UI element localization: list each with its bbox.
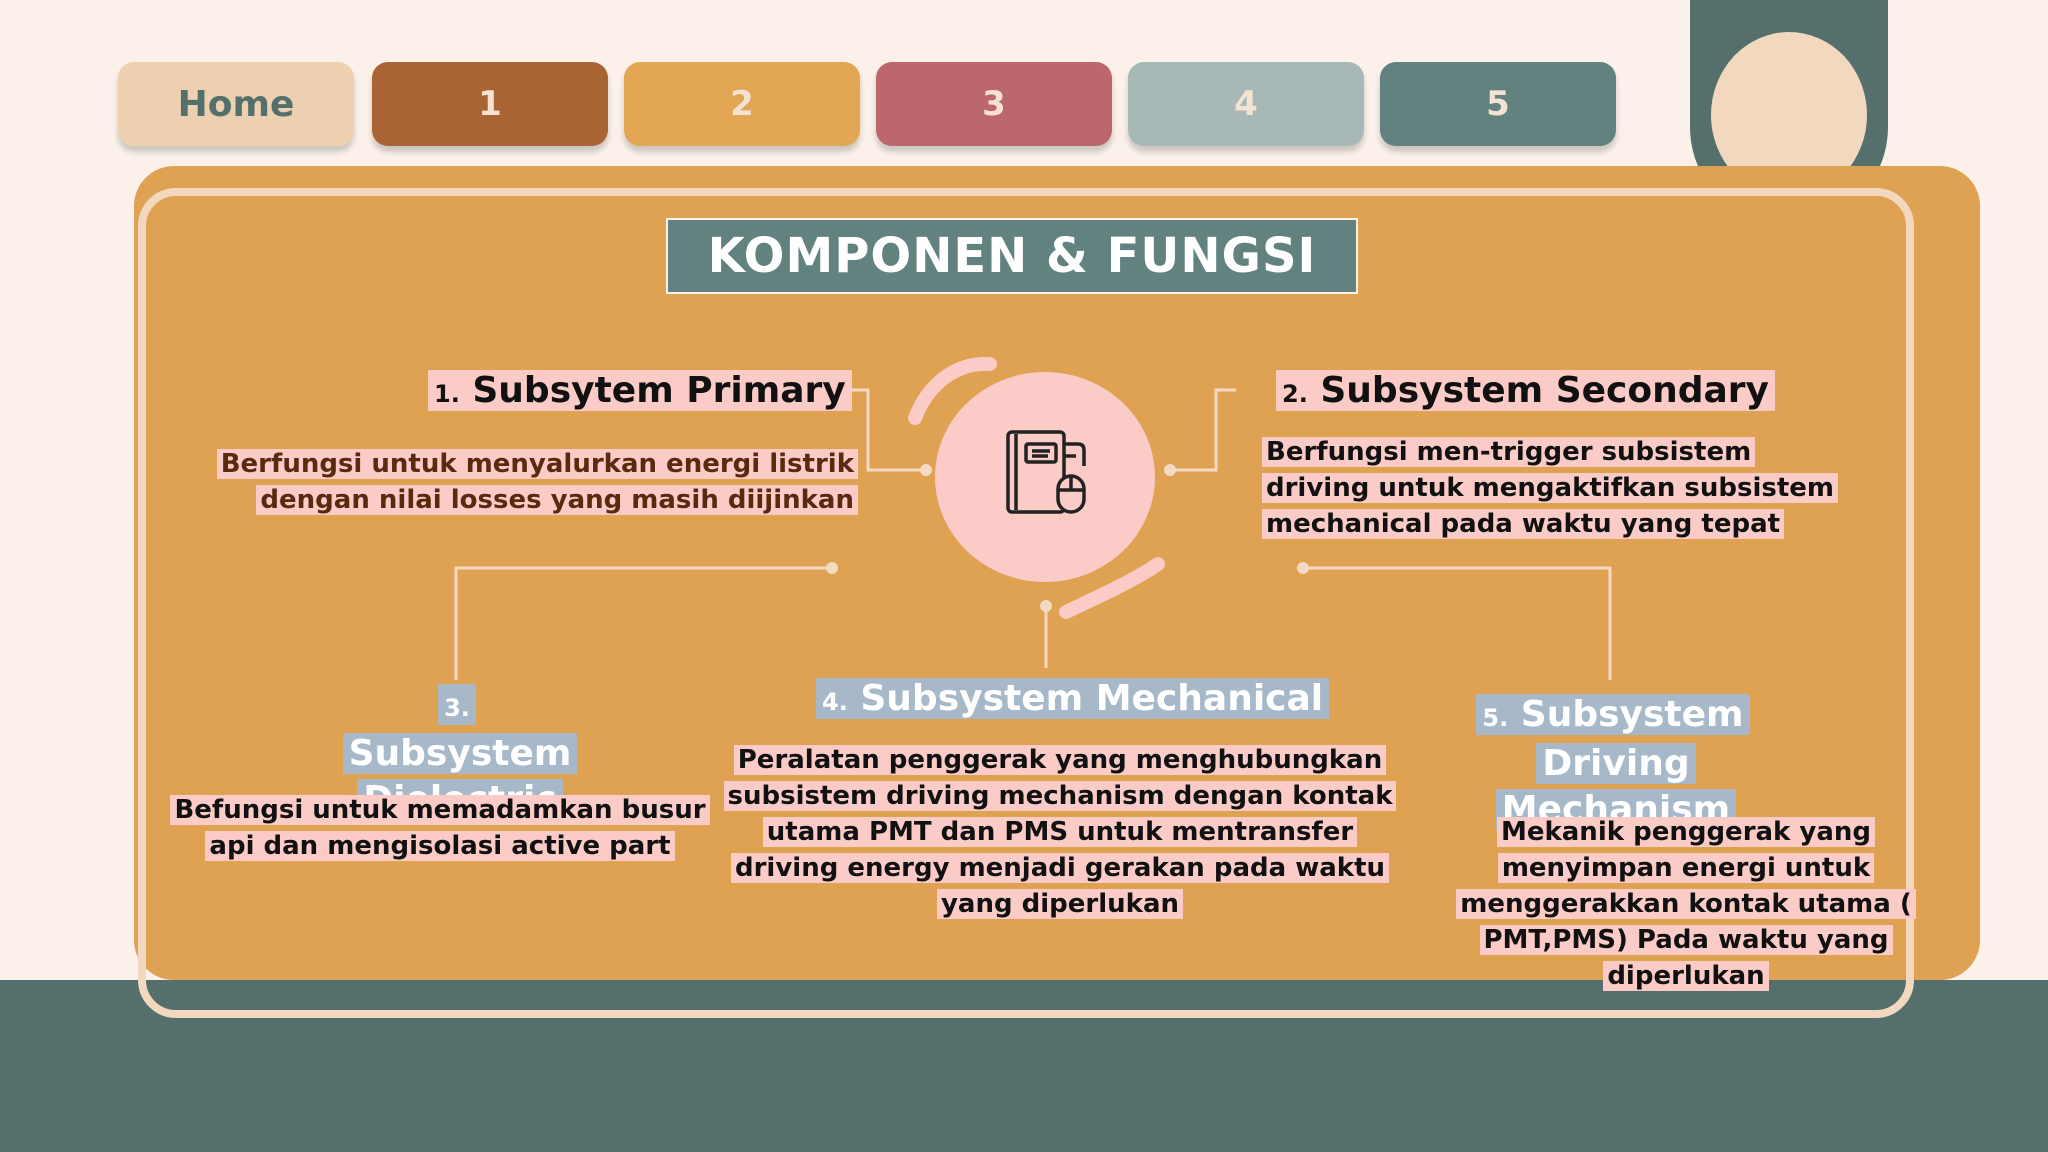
item-3-number: 3. <box>444 694 470 722</box>
item-3-title-line: Subsystem <box>348 733 572 774</box>
item-1-title: Subsytem Primary <box>472 370 846 411</box>
item-2-title: Subsystem Secondary <box>1320 370 1770 411</box>
tab-2[interactable]: 2 <box>624 62 860 146</box>
tab-3[interactable]: 3 <box>876 62 1112 146</box>
item-4-desc-line: utama PMT dan PMS untuk mentransfer <box>762 817 1358 847</box>
item-4-desc-line: yang diperlukan <box>936 889 1184 919</box>
item-1-desc-line: Berfungsi untuk menyalurkan energi listr… <box>216 449 858 479</box>
tab-1[interactable]: 1 <box>372 62 608 146</box>
item-4-desc-line: driving energy menjadi gerakan pada wakt… <box>730 853 1390 883</box>
item-4-desc-line: Peralatan penggerak yang menghubungkan <box>733 745 1387 775</box>
item-3-desc-line: Befungsi untuk memadamkan busur <box>170 795 710 825</box>
item-4-heading: 4. Subsystem Mechanical <box>816 676 1330 725</box>
item-2-desc-line: mechanical pada waktu yang tepat <box>1262 509 1785 539</box>
item-5-description: Mekanik penggerak yang menyimpan energi … <box>1440 814 1932 994</box>
item-5-desc-line: menyimpan energi untuk <box>1497 853 1875 883</box>
item-2-desc-line: Berfungsi men-trigger subsistem <box>1262 437 1756 467</box>
item-5-number: 5. <box>1482 704 1509 732</box>
tab-5[interactable]: 5 <box>1380 62 1616 146</box>
center-blob <box>935 372 1155 582</box>
footer-band <box>0 980 2048 1152</box>
item-4-title: Subsystem Mechanical <box>860 678 1324 719</box>
item-2-number: 2. <box>1282 380 1308 408</box>
file-and-mouse-icon <box>1000 426 1094 522</box>
item-1-desc-line: dengan nilai losses yang masih diijinkan <box>256 485 858 515</box>
tab-home[interactable]: Home <box>118 62 354 146</box>
item-5-heading: 5. Subsystem Driving Mechanism <box>1400 692 1832 833</box>
item-3-description: Befungsi untuk memadamkan busur api dan … <box>160 792 720 864</box>
item-2-desc-line: driving untuk mengaktifkan subsistem <box>1262 473 1839 503</box>
item-1-number: 1. <box>434 380 460 408</box>
item-1-heading: 1. Subsytem Primary <box>428 368 852 417</box>
item-5-desc-line: diperlukan <box>1603 961 1769 991</box>
content-panel-border <box>138 188 1914 1018</box>
item-4-description: Peralatan penggerak yang menghubungkan s… <box>718 742 1402 922</box>
tab-4[interactable]: 4 <box>1128 62 1364 146</box>
item-5-desc-line: Mekanik penggerak yang <box>1496 817 1876 847</box>
item-3-desc-line: api dan mengisolasi active part <box>205 831 675 861</box>
item-5-desc-line: menggerakkan kontak utama ( <box>1456 889 1916 919</box>
item-4-number: 4. <box>822 688 848 716</box>
page-title: KOMPONEN & FUNGSI <box>666 218 1358 294</box>
item-4-desc-line: subsistem driving mechanism dengan konta… <box>723 781 1397 811</box>
item-2-heading: 2. Subsystem Secondary <box>1276 368 1776 417</box>
item-5-desc-line: PMT,PMS) Pada waktu yang <box>1479 925 1893 955</box>
item-2-description: Berfungsi men-trigger subsistem driving … <box>1262 434 1839 542</box>
item-1-description: Berfungsi untuk menyalurkan energi listr… <box>216 446 858 518</box>
item-5-title-line: Subsystem Driving <box>1520 694 1744 784</box>
